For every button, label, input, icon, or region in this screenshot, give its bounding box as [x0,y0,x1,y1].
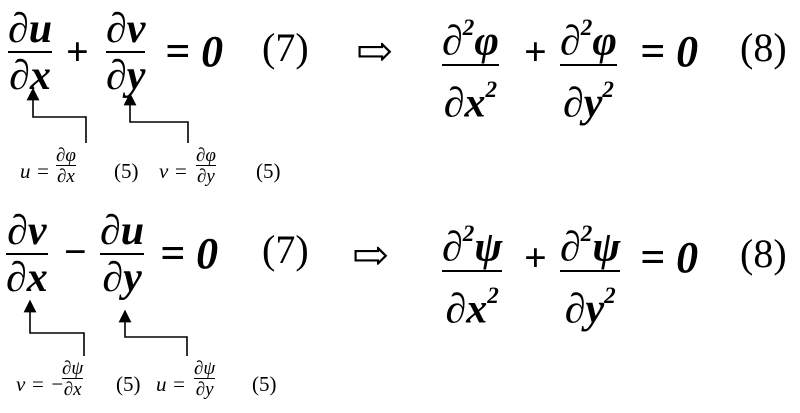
bottom-implies-arrow: ⇨ [352,231,389,280]
fraction-bar [6,253,48,255]
numerator: ∂v [7,208,47,254]
top-du-dx-fraction: ∂u ∂x [8,6,53,99]
numerator: ∂ψ [194,358,216,379]
bottom-sub1-lhs: v = − [16,372,65,396]
numerator: ∂φ [196,145,216,166]
denominator: ∂y [197,166,215,187]
fraction-bar [442,269,503,272]
bottom-d2psi-dy2-fraction: ∂2ψ ∂y2 [560,212,621,333]
bottom-dv-dx-fraction: ∂v ∂x [6,210,48,299]
bottom-sub1-fraction: ∂ψ ∂x [62,358,84,400]
top-right-plus: + [524,29,547,74]
denominator: ∂y2 [562,75,614,127]
fraction-bar [194,378,216,379]
numerator: ∂2ψ [442,220,503,271]
arrow-top-u [26,87,87,143]
top-d2phi-dy2-fraction: ∂2φ ∂y2 [560,6,617,124]
denominator: ∂x2 [443,75,498,127]
numerator: ∂2ψ [560,220,621,271]
bottom-sub2-lhs: u = [156,372,186,396]
bottom-du-dy-fraction: ∂u ∂y [100,208,145,301]
fraction-bar [56,165,76,166]
fraction-bar [442,63,499,66]
bottom-right-plus: + [524,235,547,280]
top-sub2-fraction: ∂φ ∂y [196,146,216,186]
numerator: ∂2φ [560,14,617,65]
bottom-label-7: (7) [262,227,309,272]
top-equals-zero: = 0 [165,27,224,76]
top-sub1-lhs: u = [20,159,50,183]
numerator: ∂v [106,6,146,52]
arrow-bottom-v [23,299,85,356]
denominator: ∂x [57,166,75,187]
bottom-equals-zero: = 0 [160,229,219,278]
fraction-bar [560,63,617,66]
numerator: ∂2φ [442,14,499,65]
denominator: ∂y [102,255,142,301]
denominator: ∂x [6,255,48,301]
denominator: ∂y [195,379,214,400]
arrow-bottom-u [118,309,188,356]
denominator: ∂y2 [564,281,616,333]
denominator: ∂x [63,379,82,400]
top-label-8: (8) [740,25,787,70]
denominator: ∂x2 [445,281,499,333]
top-right-equals-zero: = 0 [640,27,699,76]
numerator: ∂u [8,6,53,52]
bottom-right-equals-zero: = 0 [640,233,699,282]
bottom-d2psi-dx2-fraction: ∂2ψ ∂x2 [442,212,503,333]
bottom-sub1-label: (5) [116,372,141,396]
numerator: ∂ψ [62,358,84,379]
denominator: ∂x [9,53,51,99]
arrow-top-v [123,92,189,143]
bottom-sub2-fraction: ∂ψ ∂y [194,358,216,400]
numerator: ∂u [100,208,145,254]
top-sub1-fraction: ∂φ ∂x [56,146,76,186]
bottom-minus: − [64,229,87,274]
fraction-bar [100,253,145,255]
top-sub1-label: (5) [114,159,139,183]
top-plus: + [66,29,89,74]
fraction-bar [196,165,216,166]
denominator: ∂y [106,53,146,99]
bottom-sub2-label: (5) [252,372,277,396]
fraction-bar [62,378,84,379]
top-sub2-label: (5) [256,159,281,183]
fraction-bar [8,51,53,53]
bottom-label-8: (8) [740,231,787,276]
top-implies-arrow: ⇨ [356,27,393,76]
fraction-bar [560,269,621,272]
top-sub2-lhs: v = [159,159,188,183]
top-d2phi-dx2-fraction: ∂2φ ∂x2 [442,6,499,124]
numerator: ∂φ [56,145,76,166]
top-label-7: (7) [262,25,309,70]
fraction-bar [106,51,146,53]
top-dv-dy-fraction: ∂v ∂y [106,6,146,99]
